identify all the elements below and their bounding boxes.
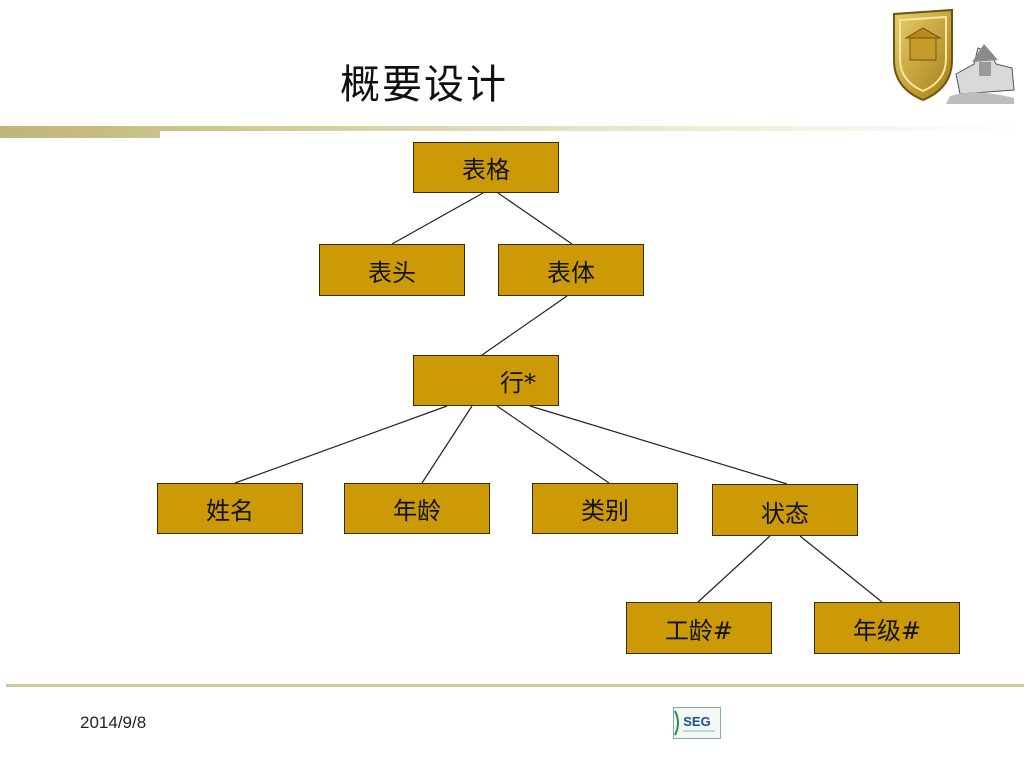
node-age-label: 年龄 xyxy=(393,497,441,525)
node-status-label: 状态 xyxy=(761,500,809,528)
node-name-label: 姓名 xyxy=(206,497,254,525)
node-header-label: 表头 xyxy=(368,258,416,287)
node-row: 行* xyxy=(413,355,559,406)
node-work-age-label: 工龄# xyxy=(664,616,734,645)
node-status: 状态 xyxy=(712,484,858,536)
edge-body-row xyxy=(481,295,568,356)
svg-text:SEG: SEG xyxy=(683,714,710,729)
seg-logo-icon: SEG xyxy=(673,707,721,739)
edge-root-header xyxy=(391,192,484,245)
edge-row-category xyxy=(496,405,610,484)
node-category-label: 类别 xyxy=(581,497,629,525)
node-name: 姓名 xyxy=(157,483,303,534)
node-header: 表头 xyxy=(319,244,465,296)
node-grade-label: 年级# xyxy=(852,616,922,645)
footer-divider xyxy=(6,684,1024,687)
edge-row-age xyxy=(421,405,473,484)
node-work-age: 工龄# xyxy=(626,602,772,654)
node-body-label: 表体 xyxy=(547,258,595,287)
edge-row-status xyxy=(529,405,788,485)
university-emblem-icon xyxy=(893,8,1015,104)
header-accent-bar-gap xyxy=(160,131,1024,138)
node-age: 年龄 xyxy=(344,483,490,534)
edge-status-workage xyxy=(697,535,771,603)
node-root-label: 表格 xyxy=(462,156,510,184)
edge-row-name xyxy=(234,405,448,484)
slide-title: 概要设计 xyxy=(340,62,508,108)
edge-status-grade xyxy=(799,535,883,603)
footer-date: 2014/9/8 xyxy=(80,713,147,732)
node-row-label: 行* xyxy=(500,369,536,397)
node-grade: 年级# xyxy=(814,602,960,654)
edge-root-body xyxy=(497,192,573,245)
node-root: 表格 xyxy=(413,142,559,193)
node-body: 表体 xyxy=(498,244,644,296)
node-category: 类别 xyxy=(532,483,678,534)
